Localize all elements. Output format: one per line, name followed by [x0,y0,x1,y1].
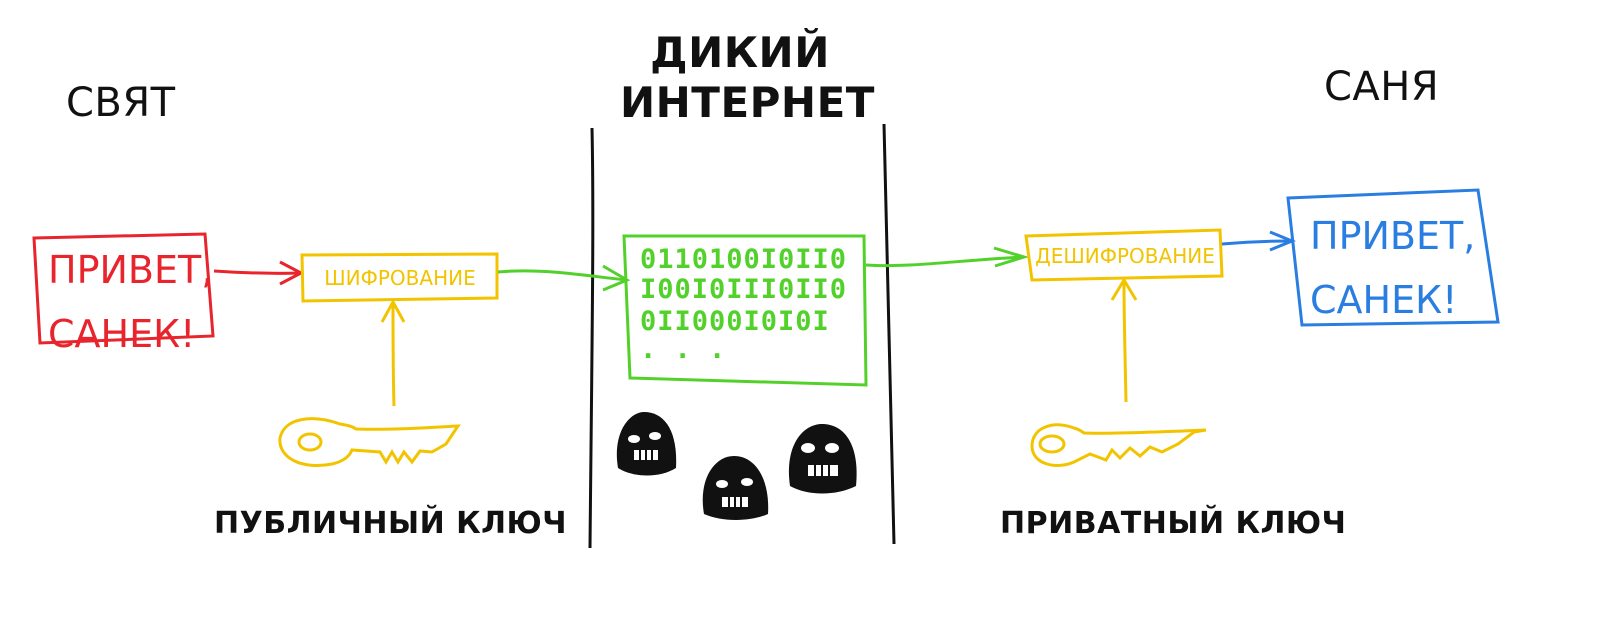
receiver-message: ПРИВЕТ, САНЕК! [1310,204,1475,332]
internet-title-line2: ИНТЕРНЕТ [620,78,875,127]
decryption-box [1024,228,1224,282]
arrow-to-internet [497,264,631,292]
sender-name: СВЯТ [66,80,176,126]
binary-line: I00I0III0II0 [640,274,848,305]
encryption-box [300,252,499,303]
masked-hacker-icon [616,412,677,476]
sender-message-box [32,232,215,345]
public-key-caption: ПУБЛИЧНЫЙ КЛЮЧ [214,506,568,541]
receiver-message-line2: САНЕК! [1310,278,1458,322]
internet-title: ДИКИЙ ИНТЕРНЕТ [620,28,875,128]
encryption-label: ШИФРОВАНИЕ [324,266,476,290]
receiver-name: САНЯ [1324,64,1440,110]
public-key-icon [278,417,461,467]
receiver-message-line1: ПРИВЕТ, [1310,214,1476,258]
decryption-label: ДЕШИФРОВАНИЕ [1035,244,1215,268]
receiver-message-box [1286,188,1500,327]
binary-line: 0110100I0II0 [640,244,848,275]
sender-message: ПРИВЕТ, САНЕК! [48,238,213,366]
private-key-caption: ПРИВАТНЫЙ КЛЮЧ [1000,506,1347,541]
binary-line: 0II000I0I0I [640,306,830,337]
masked-hacker-icon [702,456,769,520]
masked-hacker-icon [788,424,857,494]
sender-message-line2: САНЕК! [48,312,196,356]
arrow-to-decryption [865,246,1030,268]
arrow-to-receiver [1221,230,1296,252]
internet-title-line1: ДИКИЙ [650,28,830,77]
sender-message-line1: ПРИВЕТ, [48,248,214,292]
internet-left-boundary [588,127,595,549]
private-key-icon [1030,423,1207,467]
public-key-arrow [380,298,406,407]
arrow-to-encryption [213,260,305,286]
private-key-arrow [1110,277,1138,403]
encrypted-data-box [622,234,868,387]
binary-line: . . . [640,334,727,365]
internet-right-boundary [882,123,896,545]
